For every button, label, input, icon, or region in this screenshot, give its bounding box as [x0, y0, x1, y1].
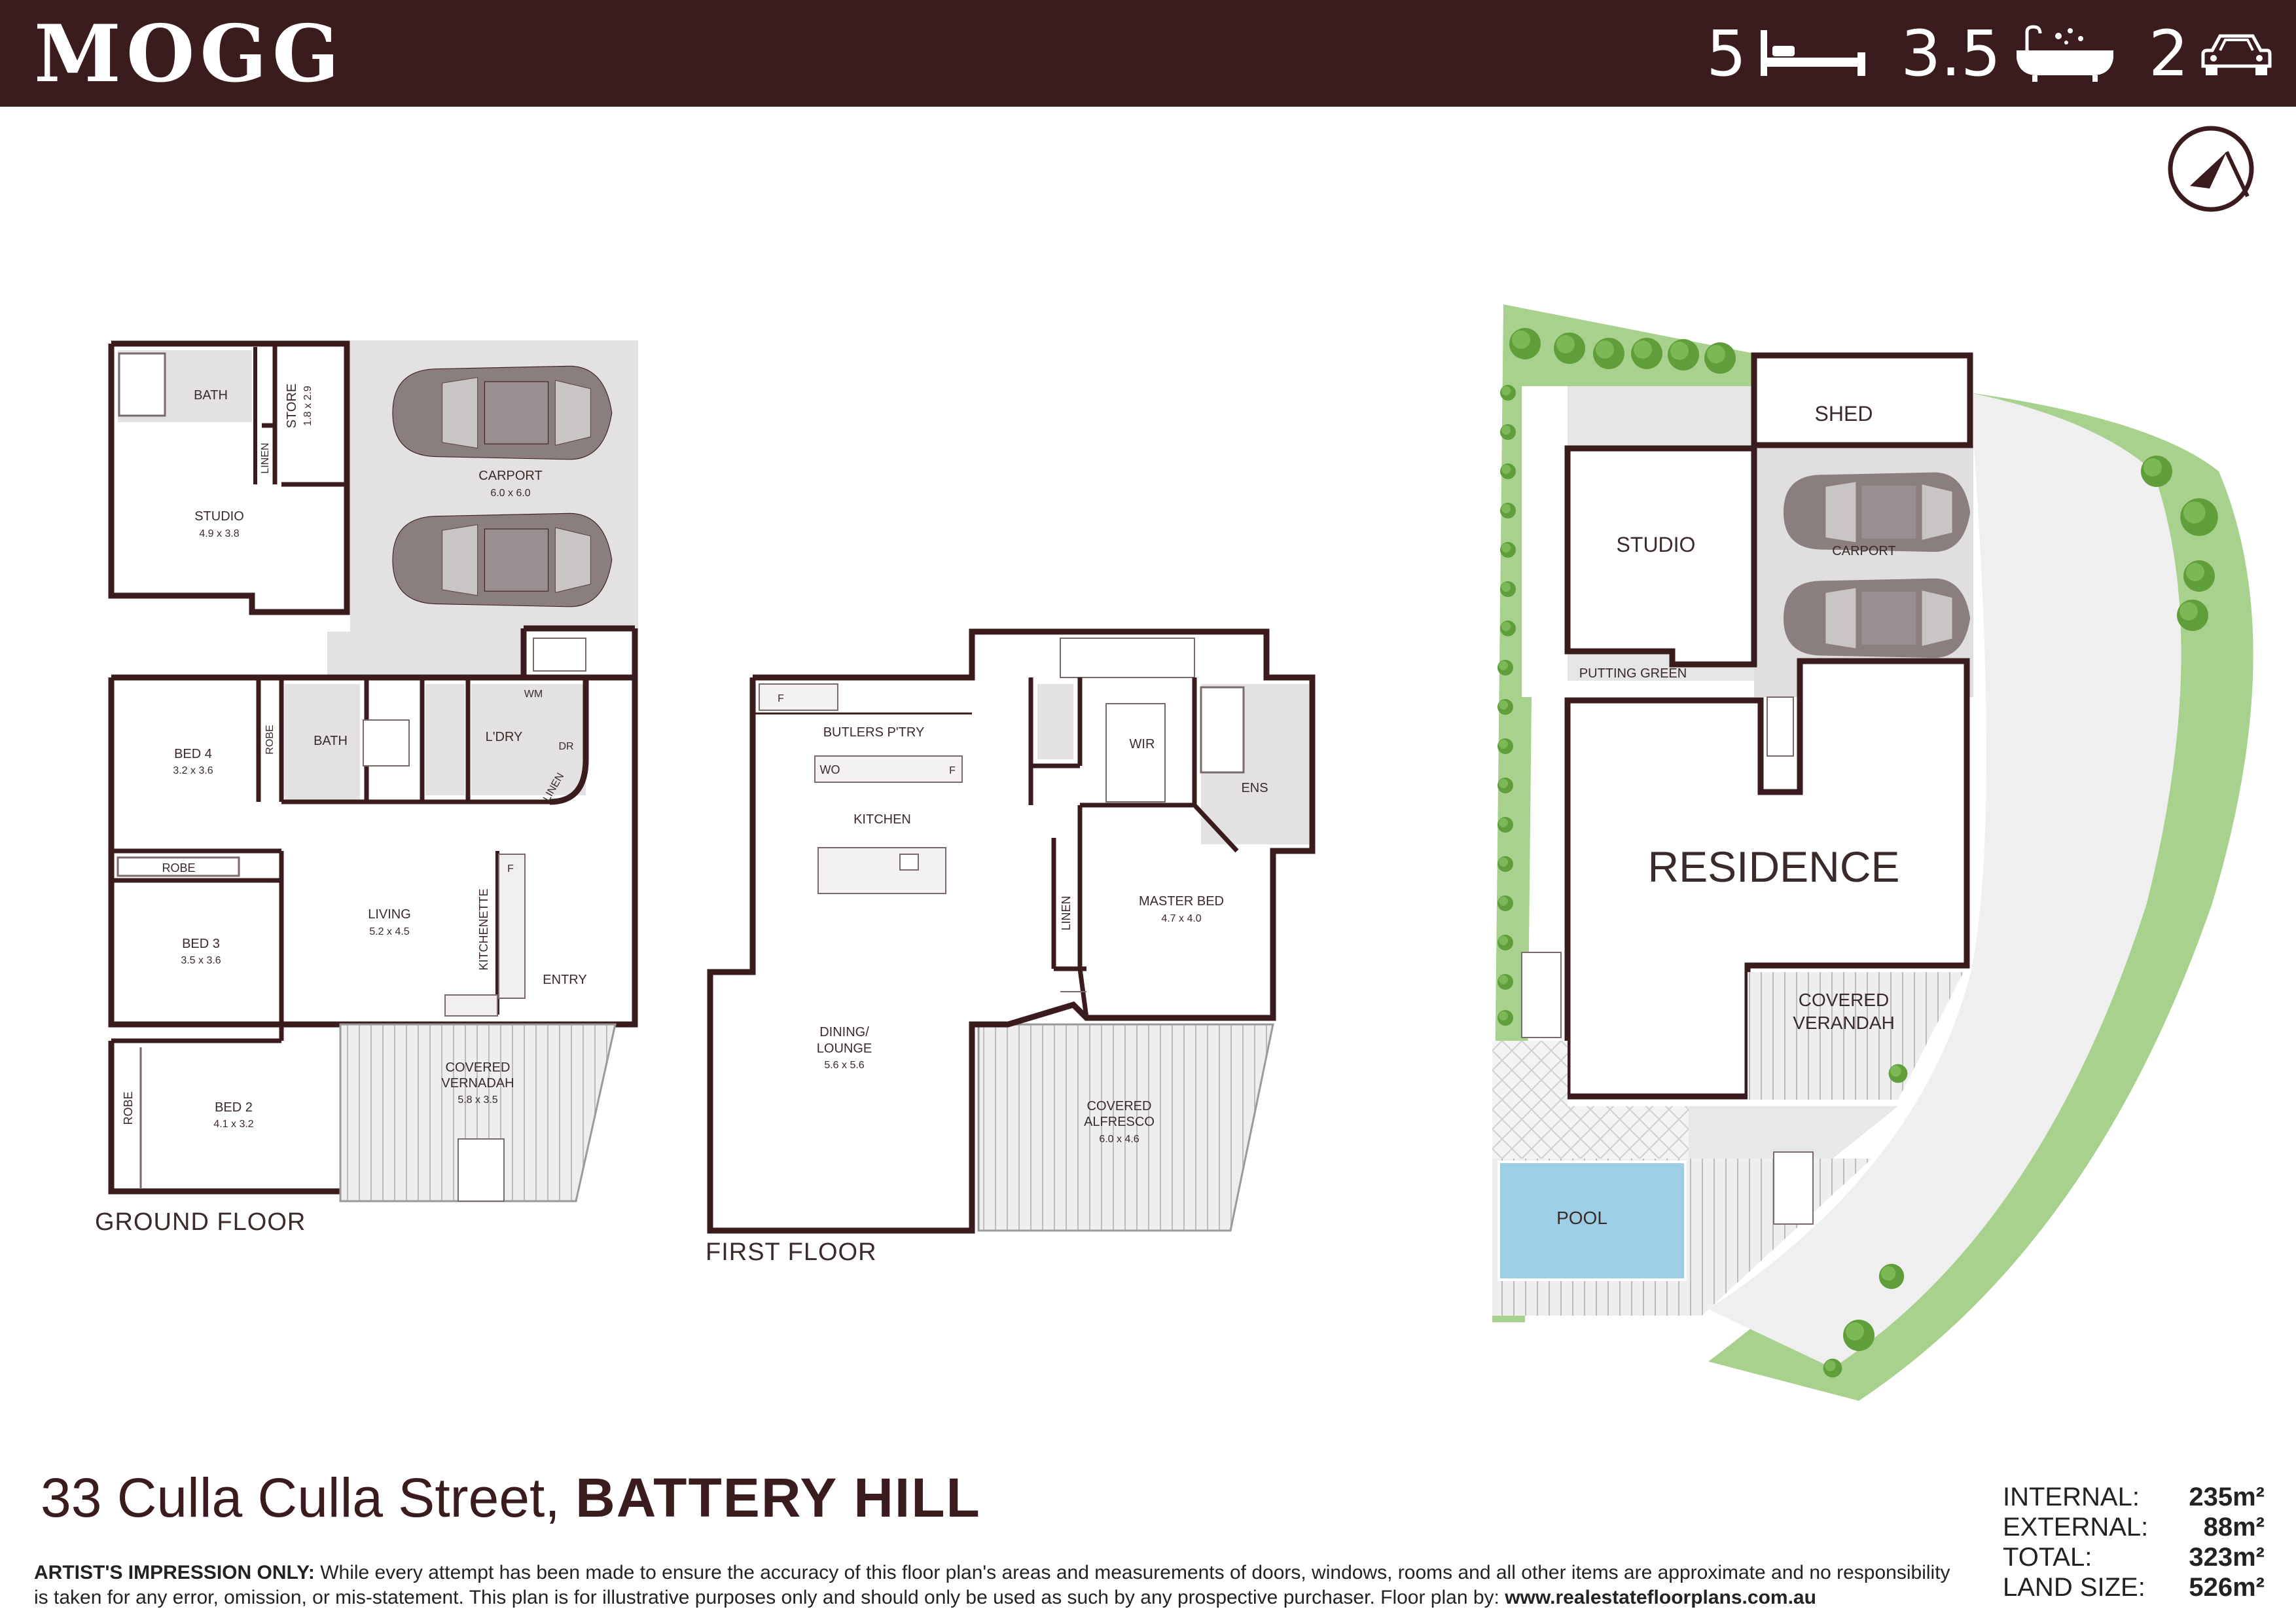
- ff-master: MASTER BED: [1139, 894, 1224, 909]
- gf-entry: ENTRY: [543, 973, 586, 987]
- property-address: 33 Culla Culla Street, BATTERY HILL: [41, 1466, 981, 1530]
- site-verandah1: COVERED: [1799, 990, 1889, 1010]
- area-row-total: TOTAL: 323m²: [2003, 1542, 2265, 1572]
- ff-fridge2: F: [949, 765, 956, 776]
- disclaimer: ARTIST'S IMPRESSION ONLY: While every at…: [34, 1561, 1965, 1610]
- ff-alfresco-size: 6.0 x 4.6: [1099, 1134, 1139, 1145]
- area-label: LAND SIZE:: [2003, 1573, 2145, 1602]
- gf-bath-mid: BATH: [314, 734, 348, 748]
- area-row-external: EXTERNAL: 88m²: [2003, 1512, 2265, 1542]
- ff-fridge1: F: [778, 693, 784, 704]
- floorplan-website-link[interactable]: www.realestatefloorplans.com.au: [1505, 1587, 1816, 1608]
- site-studio: STUDIO: [1617, 533, 1696, 556]
- site-plan: [1492, 304, 2253, 1401]
- area-label: EXTERNAL:: [2003, 1513, 2149, 1542]
- site-carport: CARPORT: [1832, 544, 1895, 558]
- mogg-logo: MOGG: [34, 8, 345, 100]
- gf-verandah: COVERED: [446, 1060, 511, 1075]
- site-residence: RESIDENCE: [1647, 842, 1899, 891]
- property-stats: 5 3.5 2: [1675, 0, 2272, 107]
- area-value: 235m²: [2189, 1483, 2265, 1511]
- site-shed: SHED: [1815, 402, 1873, 425]
- area-value: 323m²: [2189, 1543, 2265, 1572]
- ff-dining: DINING/: [819, 1025, 869, 1039]
- ff-dining-size: 5.6 x 5.6: [824, 1060, 864, 1071]
- gf-bed3-size: 3.5 x 3.6: [181, 955, 221, 966]
- gf-store-size: 1.8 x 2.9: [302, 386, 314, 425]
- first-floor-labels: F BUTLERS P'TRY WO F KITCHEN DINING/ LOU…: [778, 693, 1268, 1145]
- gf-bed4-size: 3.2 x 3.6: [173, 765, 213, 776]
- site-verandah2: VERANDAH: [1793, 1013, 1895, 1033]
- site-putting-green: PUTTING GREEN: [1579, 666, 1687, 681]
- gf-wm: WM: [524, 689, 543, 700]
- bathroom-number: 3.5: [1901, 16, 2001, 90]
- bathroom-count: 3.5: [1901, 22, 2117, 85]
- ff-wo: WO: [820, 763, 840, 776]
- gf-bed4: BED 4: [174, 747, 212, 761]
- area-label: TOTAL:: [2003, 1543, 2092, 1572]
- gf-studio-size: 4.9 x 3.8: [199, 528, 239, 539]
- area-value: 88m²: [2203, 1513, 2265, 1542]
- gf-store: STORE: [285, 384, 299, 429]
- disclaimer-body: While every attempt has been made to ens…: [34, 1562, 1950, 1608]
- disclaimer-lead: ARTIST'S IMPRESSION ONLY:: [34, 1562, 315, 1583]
- ff-ens: ENS: [1241, 781, 1268, 795]
- bedroom-number: 5: [1706, 16, 1747, 90]
- car-icon: [2201, 34, 2272, 75]
- gf-bed2-size: 4.1 x 3.2: [213, 1119, 253, 1130]
- ff-lounge: LOUNGE: [817, 1041, 872, 1056]
- gf-robe-bed2: ROBE: [122, 1091, 135, 1125]
- ff-butlers: BUTLERS P'TRY: [823, 725, 925, 740]
- ground-floor-label: GROUND FLOOR: [95, 1208, 306, 1236]
- gf-fridge: F: [507, 863, 514, 875]
- ff-wir: WIR: [1130, 737, 1155, 751]
- header-bar: MOGG 5 3.5 2: [0, 0, 2296, 107]
- gf-living: LIVING: [368, 907, 411, 922]
- address-suburb: BATTERY HILL: [575, 1467, 981, 1528]
- gf-bed3: BED 3: [182, 937, 220, 951]
- bath-icon: [2016, 24, 2113, 82]
- address-street: 33 Culla Culla Street,: [41, 1467, 560, 1528]
- gf-living-size: 5.2 x 4.5: [369, 926, 409, 937]
- area-summary: INTERNAL: 235m² EXTERNAL: 88m² TOTAL: 32…: [2003, 1482, 2265, 1602]
- first-floor-label: FIRST FLOOR: [706, 1238, 877, 1266]
- area-row-land-size: LAND SIZE: 526m²: [2003, 1572, 2265, 1602]
- gf-verandah2: VERNADAH: [441, 1076, 514, 1091]
- gf-carport-size: 6.0 x 6.0: [490, 488, 530, 499]
- ff-linen: LINEN: [1060, 895, 1073, 930]
- ff-alfresco1: COVERED: [1087, 1099, 1152, 1113]
- bed-icon: [1761, 29, 1866, 76]
- ground-floor-labels: BATH STORE 1.8 x 2.9 LINEN STUDIO 4.9 x …: [122, 384, 587, 1130]
- car-number: 2: [2148, 16, 2189, 90]
- gf-kitchenette: KITCHENETTE: [477, 888, 490, 970]
- car-count: 2: [2149, 22, 2272, 85]
- site-plan-labels: SHED STUDIO CARPORT PUTTING GREEN RESIDE…: [1556, 402, 1899, 1228]
- gf-bed2: BED 2: [215, 1100, 253, 1115]
- site-pool: POOL: [1556, 1208, 1607, 1228]
- area-row-internal: INTERNAL: 235m²: [2003, 1482, 2265, 1512]
- ground-floor-plan: [108, 340, 638, 1202]
- ff-master-size: 4.7 x 4.0: [1161, 913, 1201, 924]
- first-floor-plan: [707, 628, 1316, 1234]
- ff-alfresco2: ALFRESCO: [1084, 1115, 1155, 1129]
- gf-verandah-size: 5.8 x 3.5: [457, 1094, 497, 1106]
- north-compass-icon: [2168, 126, 2254, 212]
- gf-linen-top: LINEN: [260, 442, 271, 473]
- gf-carport: CARPORT: [478, 469, 542, 483]
- gf-robe-bed4: ROBE: [264, 725, 276, 754]
- gf-bath-top: BATH: [194, 388, 228, 403]
- gf-robe-bed3: ROBE: [162, 861, 195, 875]
- gf-laundry: L'DRY: [486, 730, 523, 744]
- area-value: 526m²: [2189, 1573, 2265, 1602]
- ff-kitchen: KITCHEN: [853, 812, 911, 827]
- bedroom-count: 5: [1706, 22, 1869, 85]
- area-label: INTERNAL:: [2003, 1483, 2140, 1511]
- gf-dr: DR: [558, 741, 573, 752]
- gf-studio: STUDIO: [194, 509, 244, 524]
